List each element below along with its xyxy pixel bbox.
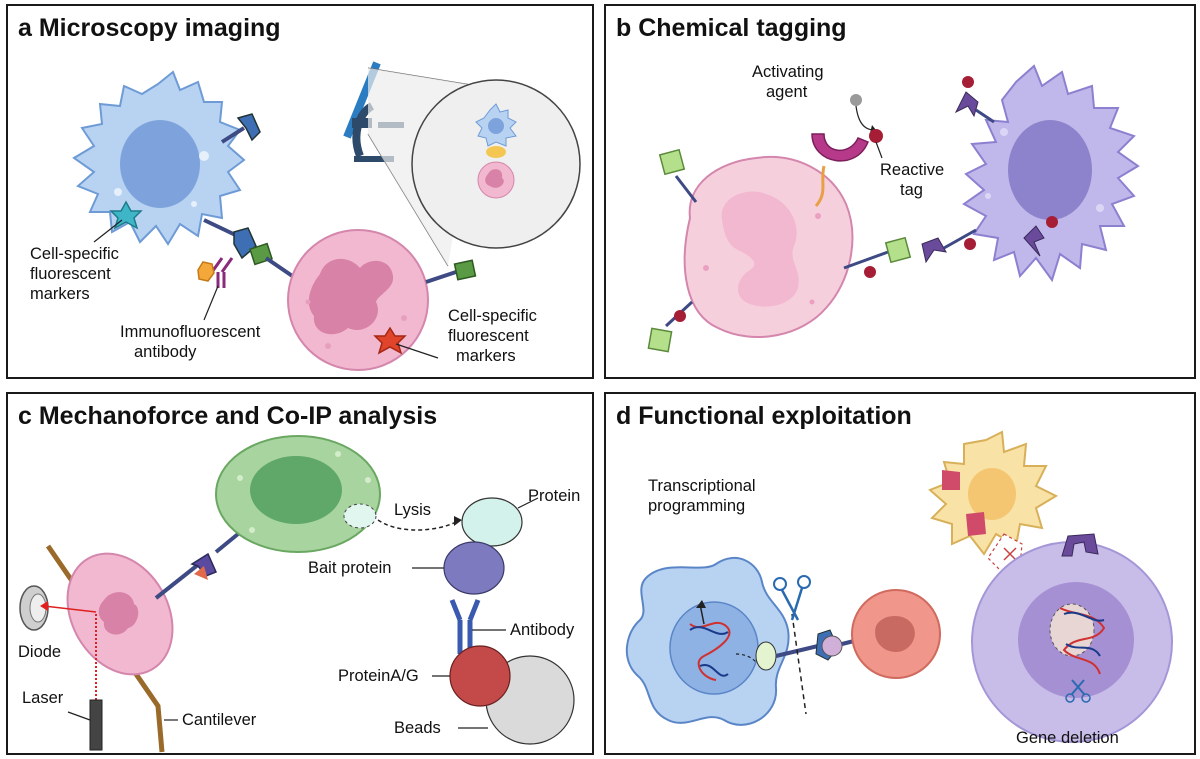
label-protein-ag: ProteinA/G bbox=[338, 667, 419, 685]
protein bbox=[461, 497, 523, 547]
label-bait-protein: Bait protein bbox=[308, 559, 392, 577]
panel-d-illustration bbox=[625, 430, 1173, 743]
label-gene-deletion: Gene deletion bbox=[1016, 729, 1119, 747]
dendritic-nucleus bbox=[120, 120, 200, 208]
label-antibody-2: antibody bbox=[134, 343, 197, 361]
panel-b-illustration bbox=[647, 64, 1140, 353]
label-markers-right-1: Cell-specific bbox=[448, 307, 537, 325]
immunofluorescent-antibody bbox=[210, 257, 234, 288]
panel-mechanoforce-coip: c Mechanoforce and Co-IP analysis bbox=[6, 392, 594, 755]
reactive-tag bbox=[869, 129, 883, 143]
panel-b-title: b Chemical tagging bbox=[616, 14, 847, 42]
label-transcriptional-2: programming bbox=[648, 497, 746, 515]
label-diode: Diode bbox=[18, 643, 62, 661]
panel-functional-exploitation: d Functional exploitation bbox=[604, 392, 1196, 755]
label-lysis: Lysis bbox=[394, 501, 431, 519]
label-reactive-tag-2: tag bbox=[900, 181, 923, 199]
fluorescent-marker-red bbox=[373, 326, 407, 355]
label-markers-right-2: fluorescent bbox=[448, 327, 529, 345]
diode-icon bbox=[19, 585, 49, 631]
label-transcriptional-1: Transcriptional bbox=[648, 477, 756, 495]
label-protein: Protein bbox=[528, 487, 581, 505]
panel-microscopy-imaging: a Microscopy imaging bbox=[6, 4, 594, 379]
panel-c-title: c Mechanoforce and Co-IP analysis bbox=[18, 402, 438, 430]
laser-device bbox=[89, 699, 103, 751]
scissors-icon bbox=[773, 575, 811, 621]
panel-a-title: a Microscopy imaging bbox=[18, 14, 281, 42]
label-activating-agent-1: Activating bbox=[752, 63, 824, 81]
activating-agent bbox=[811, 133, 869, 162]
protein-ag bbox=[449, 645, 511, 707]
label-beads: Beads bbox=[394, 719, 441, 737]
neutrophil-nucleus bbox=[308, 258, 394, 335]
label-markers-left-3: markers bbox=[30, 285, 90, 303]
label-laser: Laser bbox=[22, 689, 64, 707]
antibody bbox=[449, 599, 481, 654]
label-markers-left-2: fluorescent bbox=[30, 265, 111, 283]
panel-d-title: d Functional exploitation bbox=[616, 402, 912, 430]
label-reactive-tag-1: Reactive bbox=[880, 161, 945, 179]
panel-a-illustration bbox=[72, 61, 581, 371]
panel-c-illustration bbox=[19, 435, 575, 753]
label-antibody: Antibody bbox=[510, 621, 575, 639]
label-antibody-1: Immunofluorescent bbox=[120, 323, 261, 341]
label-cantilever: Cantilever bbox=[182, 711, 257, 729]
label-markers-right-3: markers bbox=[456, 347, 516, 365]
bait-protein bbox=[443, 541, 505, 595]
fluorescent-marker-teal bbox=[109, 200, 143, 230]
panel-chemical-tagging: b Chemical tagging bbox=[604, 4, 1196, 379]
label-markers-left-1: Cell-specific bbox=[30, 245, 119, 263]
label-activating-agent-2: agent bbox=[766, 83, 808, 101]
